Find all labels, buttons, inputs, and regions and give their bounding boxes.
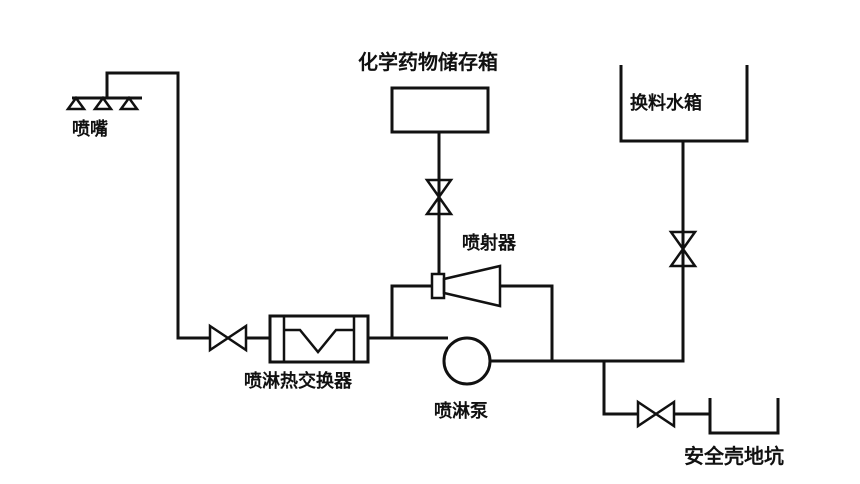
pipe-eductor-outlet <box>500 284 554 361</box>
chemical-tank <box>390 86 490 134</box>
valve-chemical-tank <box>424 178 454 216</box>
label-spray-nozzle: 喷嘴 <box>72 119 108 140</box>
label-safety-sump: 安全壳地坑 <box>684 444 784 468</box>
eductor <box>430 264 502 308</box>
label-spray-pump: 喷淋泵 <box>434 401 488 422</box>
valve-refueling-tank <box>668 230 698 268</box>
label-chemical-tank: 化学药物储存箱 <box>358 50 498 74</box>
safety-sump <box>708 398 780 435</box>
pipe-nozzle-to-exchanger <box>105 71 210 340</box>
pipe-pump-suction <box>490 141 685 363</box>
spray-pump <box>442 336 492 386</box>
spray-nozzle-symbol <box>65 95 142 111</box>
heat-exchanger <box>268 314 370 364</box>
label-heat-exchanger: 喷淋热交换器 <box>244 371 352 392</box>
valve-exchanger-outlet <box>208 323 248 353</box>
label-eductor: 喷射器 <box>462 233 516 254</box>
valve-sump <box>636 399 676 429</box>
refueling-water-tank <box>619 65 749 143</box>
label-refueling-water-tank: 换料水箱 <box>630 93 702 114</box>
pipe-to-sump <box>602 361 638 416</box>
pipe-eductor-inlet <box>390 284 432 338</box>
